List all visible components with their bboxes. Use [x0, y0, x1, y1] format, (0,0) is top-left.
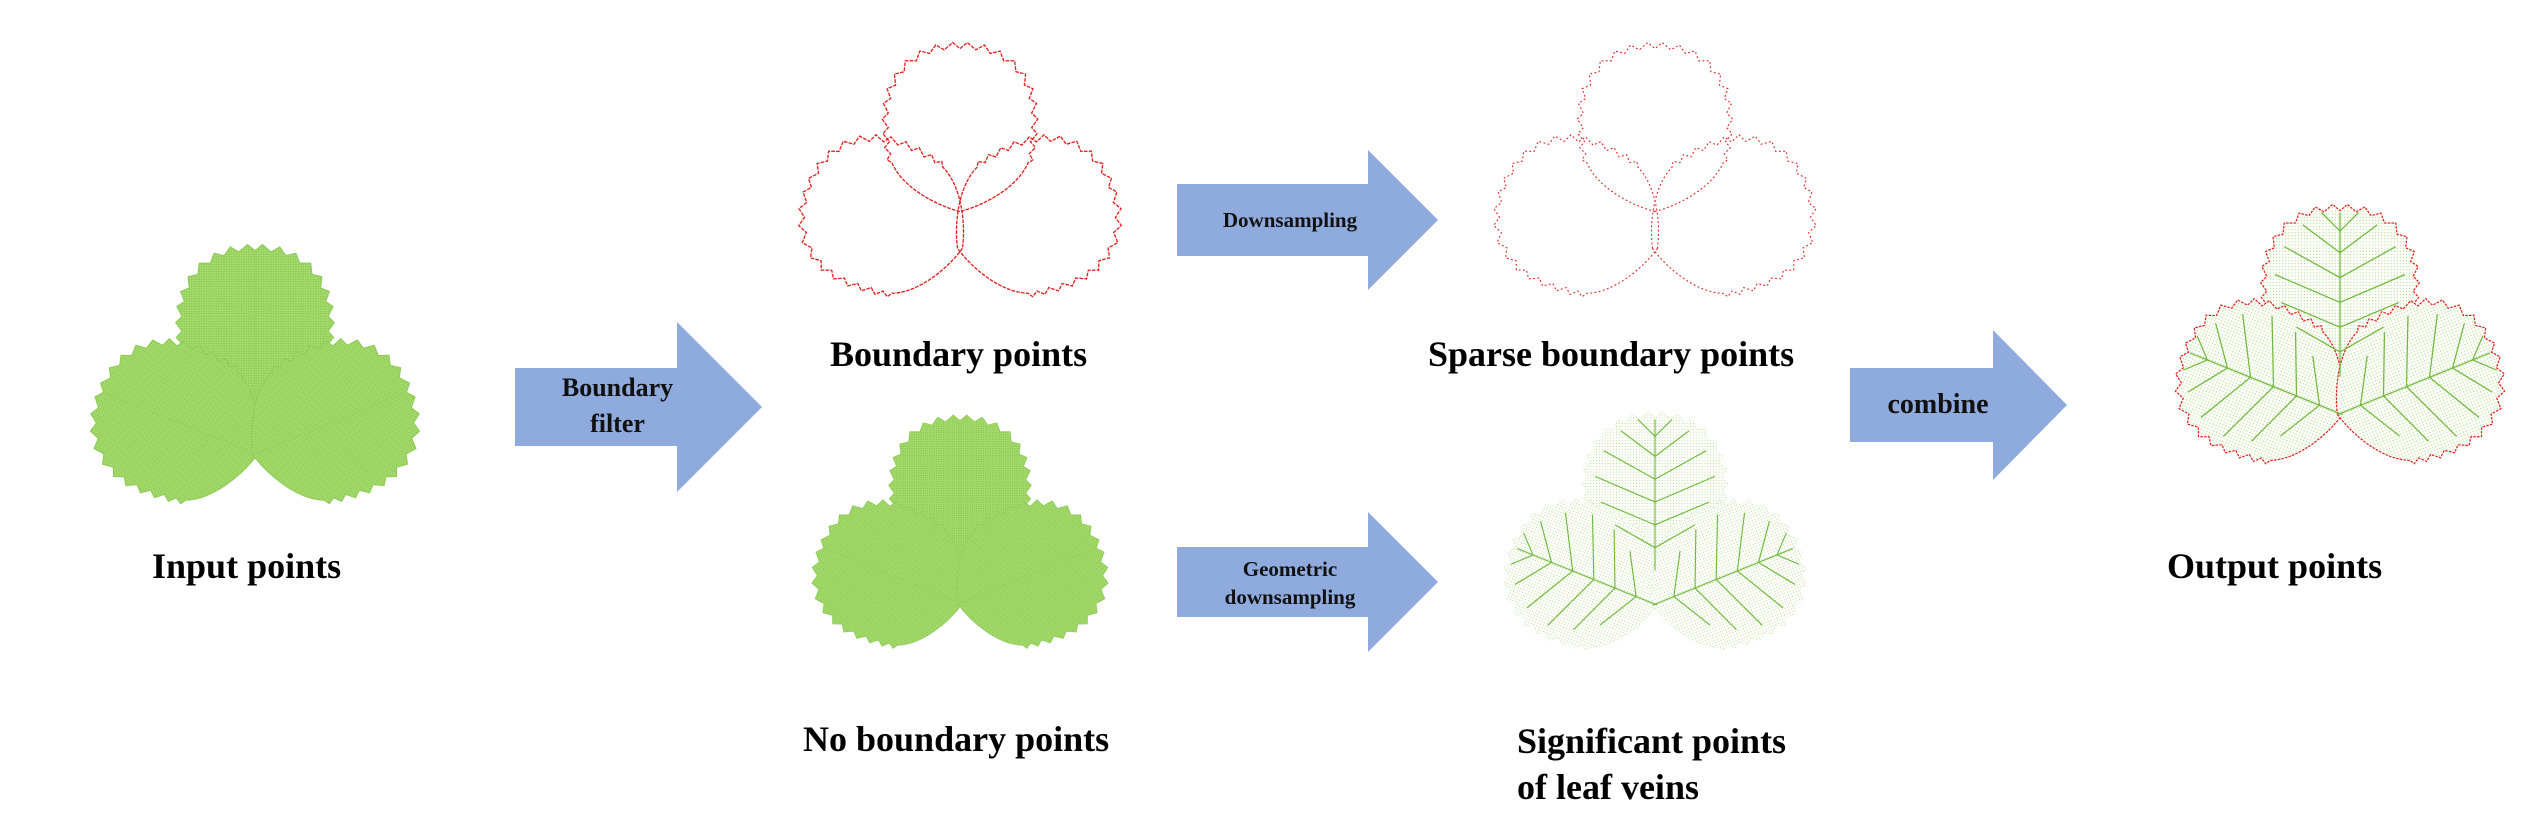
output-leaf-icon [2153, 204, 2527, 488]
no-boundary-points-label: No boundary points [803, 719, 1110, 759]
input-points-label: Input points [152, 546, 342, 586]
no-boundary-leaf-icon [792, 415, 1129, 670]
significant-points-label: Significant points of leaf veins [1517, 718, 1786, 810]
sparse-boundary-leaf-icon [1472, 43, 1839, 321]
boundary-filter-line2: filter [590, 409, 645, 438]
geometric-line2: downsampling [1224, 585, 1356, 609]
vein-leaf-icon [1483, 412, 1827, 673]
boundary-leaf-icon [777, 43, 1144, 321]
geometric-line1: Geometric [1242, 557, 1338, 581]
downsampling-arrow [1177, 150, 1438, 290]
boundary-points-label: Boundary points [830, 334, 1088, 374]
significant-line1: Significant points [1517, 721, 1787, 761]
downsampling-label: Downsampling [1222, 208, 1358, 232]
boundary-filter-line1: Boundary [561, 373, 674, 402]
geometric-downsampling-text: Geometric downsampling [1185, 555, 1395, 611]
boundary-filter-text: Boundary filter [530, 370, 705, 442]
output-points-label: Output points [2167, 546, 2383, 586]
input-leaf-icon [68, 244, 442, 528]
geometric-downsampling-arrow [1177, 512, 1438, 652]
combine-text: combine [1858, 387, 2018, 423]
sparse-boundary-points-label: Sparse boundary points [1428, 334, 1795, 374]
combine-arrow [1850, 330, 2067, 480]
boundary-filter-arrow [515, 322, 762, 492]
downsampling-text: Downsampling [1185, 205, 1395, 235]
combine-label: combine [1887, 389, 1989, 420]
significant-line2: of leaf veins [1517, 767, 1699, 807]
